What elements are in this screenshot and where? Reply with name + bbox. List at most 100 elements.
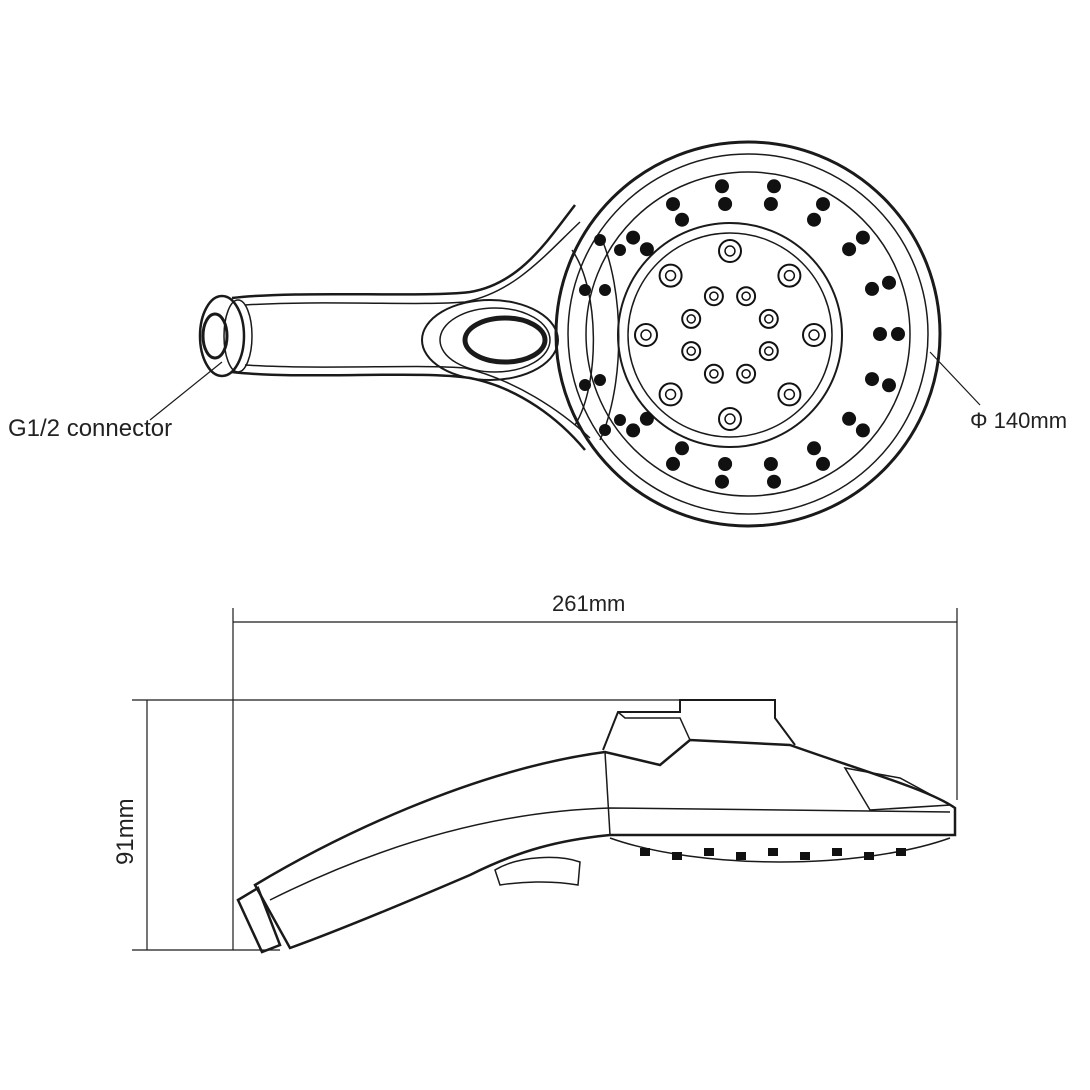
side-nozzle (832, 848, 842, 856)
outer-nozzle (842, 242, 857, 257)
inner-ring-nozzle-core (783, 388, 796, 401)
outer-nozzle (882, 275, 896, 290)
outer-nozzle (865, 372, 879, 387)
outer-nozzle (763, 197, 778, 211)
side-nozzle (736, 852, 746, 860)
side-button (602, 699, 796, 751)
center-nozzle-core (709, 291, 719, 302)
outer-nozzle (639, 411, 654, 426)
crescent-nozzle (614, 414, 626, 426)
side-nozzle (704, 848, 714, 856)
outer-nozzle (891, 327, 905, 341)
side-button-face (617, 711, 691, 741)
inner-ring-nozzle-core (664, 388, 677, 401)
inner-ring-nozzle (777, 382, 802, 407)
inner-ring-nozzle (777, 263, 802, 288)
head-face-ring (585, 171, 911, 497)
side-body-midline (604, 751, 611, 836)
side-nozzle (864, 852, 874, 860)
center-nozzle (681, 308, 702, 329)
button-recess-outer (421, 299, 559, 381)
length-label: 261mm (552, 591, 625, 616)
outer-nozzle (715, 474, 729, 489)
outer-nozzle (807, 212, 821, 227)
inner-ring-nozzle-core (640, 329, 652, 341)
outer-nozzle (816, 456, 830, 471)
outer-nozzle (807, 441, 821, 456)
outer-nozzle (666, 197, 680, 212)
connector-label: G1/2 connector (8, 415, 172, 442)
inner-ring-nozzle (718, 239, 742, 263)
side-body-outline (253, 738, 957, 950)
spray-nozzles (579, 179, 905, 489)
connector-leader (149, 361, 223, 421)
inner-ring-nozzle-core (724, 413, 736, 425)
side-nozzle (896, 848, 906, 856)
side-trigger (494, 856, 581, 886)
handle-outline (231, 204, 586, 451)
side-nozzle (640, 848, 650, 856)
top-view (149, 140, 981, 528)
outer-nozzle (626, 230, 641, 245)
head-outer-rim (554, 140, 942, 528)
diameter-label: Φ 140mm (970, 408, 1067, 433)
center-nozzle-core (686, 314, 697, 324)
crescent-nozzle (594, 234, 606, 246)
center-nozzle-core (709, 369, 719, 379)
crescent-nozzle (599, 284, 611, 296)
outer-nozzle (639, 242, 654, 257)
crescent-nozzle (594, 374, 606, 386)
inner-ring-nozzle-core (724, 245, 736, 257)
outer-nozzle (873, 327, 887, 341)
center-nozzle (736, 363, 757, 384)
center-nozzle (703, 286, 724, 307)
outer-nozzle (718, 457, 733, 471)
outer-nozzle (842, 411, 857, 426)
outer-nozzle (763, 457, 778, 471)
side-nozzle (672, 852, 682, 860)
outer-nozzle (666, 456, 680, 471)
connector-end (198, 294, 246, 378)
side-connector (236, 886, 282, 954)
center-nozzle-core (764, 314, 774, 324)
outer-nozzle (816, 197, 830, 212)
side-nozzle (800, 852, 810, 860)
neck-curve (571, 234, 620, 441)
mode-button (462, 315, 548, 365)
inner-ring-nozzle-core (783, 269, 796, 282)
center-nozzle-core (686, 346, 697, 356)
inner-ring-nozzle (658, 382, 683, 407)
center-nozzle-core (764, 346, 774, 356)
outer-nozzle (855, 230, 870, 245)
center-nozzle (758, 308, 779, 329)
outer-nozzle (882, 378, 896, 393)
outer-nozzle (675, 441, 689, 456)
crescent-nozzle (599, 424, 611, 436)
inner-ring-nozzle (718, 407, 742, 431)
center-nozzle (703, 363, 724, 384)
head-inner-rim (567, 153, 929, 515)
side-view (132, 608, 958, 954)
outer-nozzle (715, 179, 729, 194)
diameter-leader (929, 351, 981, 406)
connector-inner (201, 312, 229, 360)
outer-nozzle (626, 423, 641, 438)
center-nozzle (681, 341, 702, 362)
side-body-inner (269, 807, 951, 901)
outer-nozzle (718, 197, 733, 211)
side-nozzle (768, 848, 778, 856)
inner-ring-nozzle (658, 263, 683, 288)
connector-thread (223, 299, 253, 373)
center-nozzle-core (741, 369, 751, 379)
center-nozzle-core (741, 291, 751, 302)
outer-nozzle (767, 179, 781, 194)
height-label: 91mm (112, 798, 139, 865)
spray-disc-inner (627, 232, 833, 438)
center-nozzle (736, 286, 757, 307)
inner-ring-nozzle (634, 323, 658, 347)
crescent-nozzle (579, 379, 591, 391)
button-recess-mid (439, 307, 551, 373)
inner-ring-nozzle-core (808, 329, 820, 341)
center-nozzle (758, 341, 779, 362)
